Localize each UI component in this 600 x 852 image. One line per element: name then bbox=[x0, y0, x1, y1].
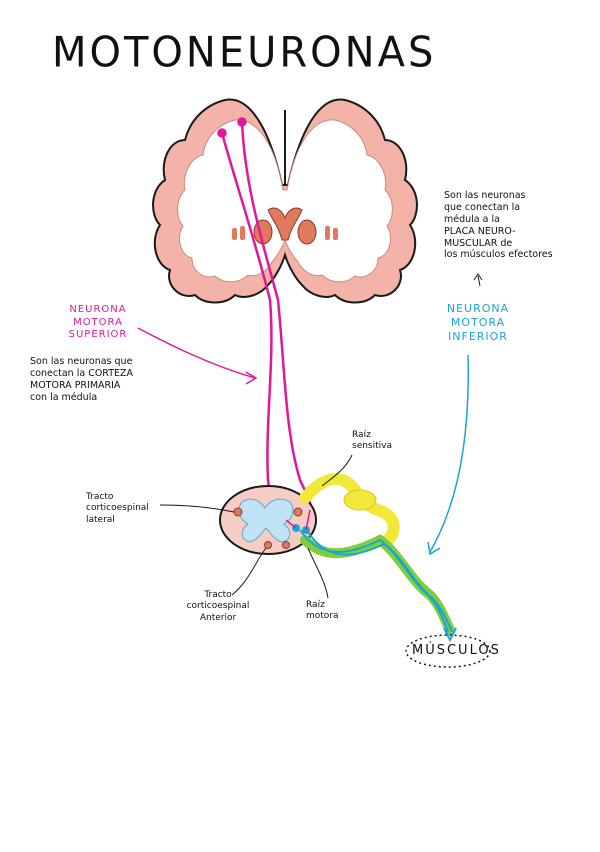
muscle-bubble bbox=[405, 634, 491, 668]
spinal-grey-matter bbox=[238, 498, 294, 543]
upper-motor-soma-1 bbox=[217, 128, 227, 138]
lower-motor-axon-2 bbox=[307, 531, 453, 633]
raiz-sensitiva-label: Raíz sensitiva bbox=[352, 430, 392, 452]
lower-neuron-arrow bbox=[429, 354, 469, 553]
lateral-tract-dot bbox=[233, 507, 243, 517]
upper-neuron-arrow bbox=[137, 327, 256, 379]
capsule-left-1 bbox=[240, 226, 245, 240]
musculos-label: MÚSCULOS bbox=[412, 643, 501, 658]
pointer-tracto-lateral bbox=[159, 504, 235, 513]
page-title: MOTONEURONAS bbox=[52, 28, 437, 78]
lower-description-arrow bbox=[477, 275, 481, 287]
sensory-root bbox=[299, 473, 400, 546]
capsule-left-2 bbox=[232, 228, 237, 240]
pointer-raiz-sensitiva bbox=[321, 454, 353, 487]
capsule-right-1 bbox=[325, 226, 330, 240]
upper-motor-axon-anterior bbox=[240, 121, 312, 511]
synapse-lines bbox=[285, 509, 311, 531]
brain-section bbox=[152, 98, 418, 304]
lower-description-arrowhead bbox=[473, 273, 483, 281]
tracto-anterior-label: Tracto corticoespinal Anterior bbox=[186, 590, 250, 623]
capsule-right-2 bbox=[333, 228, 338, 240]
spinal-cord-section bbox=[219, 485, 317, 555]
upper-neuron-description: Son las neuronas que conectan la CORTEZA… bbox=[30, 356, 134, 403]
pointer-raiz-motora bbox=[307, 547, 329, 599]
anterior-tract-dot-right bbox=[282, 541, 290, 549]
upper-neuron-arrowhead bbox=[245, 371, 258, 385]
lower-neuron-description: Son las neuronas que conectan la médula … bbox=[444, 190, 553, 261]
raiz-motora-label: Raíz motora bbox=[306, 600, 339, 622]
anterior-tract-dot-left bbox=[264, 541, 272, 549]
upper-motor-soma-2 bbox=[237, 117, 247, 127]
basal-ganglia-right bbox=[297, 219, 317, 245]
upper-neuron-label: NEURONA MOTORA SUPERIOR bbox=[68, 304, 128, 340]
dorsal-root-ganglion bbox=[343, 489, 377, 511]
motor-root bbox=[299, 529, 457, 643]
pointer-tracto-anterior bbox=[231, 547, 267, 596]
brain-ventricle bbox=[267, 207, 303, 241]
tracto-lateral-label: Tracto corticoespinal lateral bbox=[86, 492, 149, 525]
lower-neuron-arrowhead bbox=[427, 541, 441, 556]
sensory-root-path bbox=[299, 473, 400, 546]
lower-neuron-label: NEURONA MOTORA INFERIOR bbox=[446, 302, 510, 343]
lateral-tract-dot-right bbox=[293, 507, 303, 517]
muscle-arrowhead bbox=[443, 627, 457, 643]
